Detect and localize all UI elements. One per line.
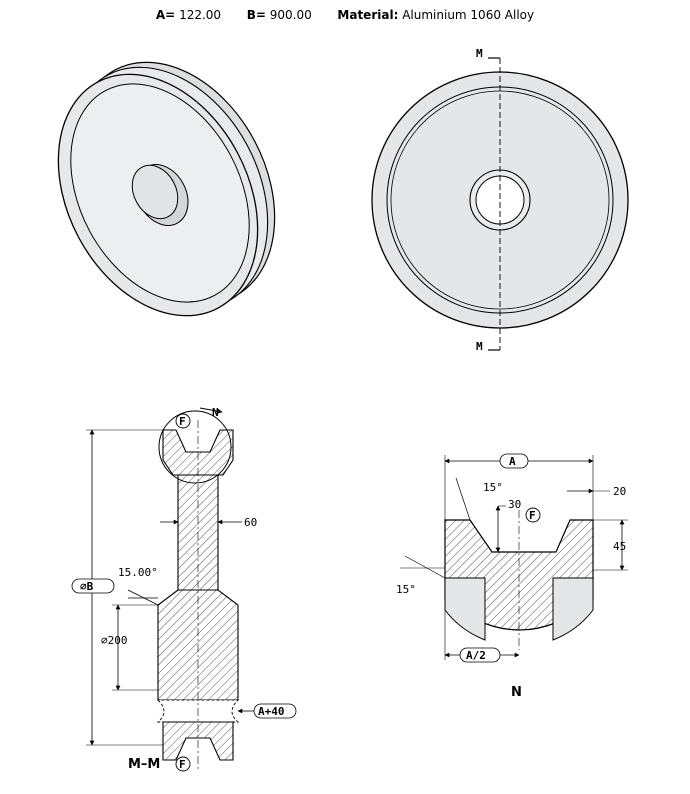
detail-angle-top: 15° (483, 481, 503, 494)
detail-view-title: N (511, 685, 522, 700)
section-mark-top: M (476, 47, 483, 60)
detail-bore-left (444, 577, 486, 641)
groove-angle-dim: 15.00° (118, 566, 158, 579)
web-thickness-dim: 60 (244, 516, 257, 529)
detail-width-dim: A (509, 455, 516, 468)
a-value: 122.00 (179, 8, 222, 22)
detail-shoulder-dim: 20 (613, 485, 626, 498)
b-value: 900.00 (269, 8, 312, 22)
section-bottom-rim (162, 721, 234, 761)
front-view: M M (371, 47, 629, 353)
detail-half-width: A/2 (466, 649, 486, 662)
detail-angle-left: 15° (396, 583, 416, 596)
detail-circle (158, 410, 232, 484)
detail-groove-bottom: 30 (508, 498, 521, 511)
detail-ref-badge: F (179, 415, 186, 428)
section-view: F N ∅B 15.00° ∅200 60 A+40 M–M F (71, 406, 297, 772)
detail-depth-dim: 45 (613, 540, 626, 553)
detail-view: A 15° 30 F 20 45 15° A/2 N (396, 453, 628, 700)
a-label: A= (155, 8, 176, 22)
hub-diameter-dim: ∅200 (101, 634, 128, 647)
material-label: Material: (337, 8, 399, 22)
detail-view-mark: N (212, 406, 219, 419)
section-title: M–M (128, 757, 160, 772)
b-label: B= (246, 8, 266, 22)
hub-width-dim: A+40 (258, 705, 285, 718)
section-title-ref: F (179, 758, 186, 771)
isometric-pulley-view (57, 61, 276, 317)
section-mark-bottom: M (476, 340, 483, 353)
detail-ref-badge-2: F (529, 509, 536, 522)
iso-hub-face (131, 164, 179, 220)
outer-diameter-dim: ∅B (80, 580, 94, 593)
title-bar: A= 122.00 B= 900.00 Material: Aluminium … (0, 8, 690, 22)
material-value: Aluminium 1060 Alloy (402, 8, 535, 22)
detail-bore-right (552, 577, 594, 641)
